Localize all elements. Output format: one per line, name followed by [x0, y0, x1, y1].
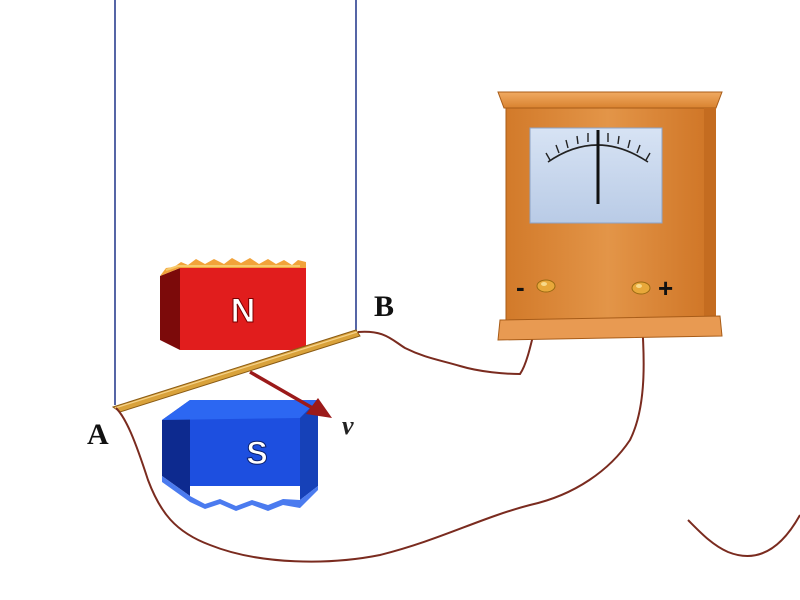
south-pole-label: S	[246, 435, 267, 471]
galvanometer: - +	[497, 91, 723, 341]
wire-a-to-positive	[115, 291, 645, 563]
galvanometer-ticks	[545, 133, 651, 161]
point-b-label: B	[374, 290, 394, 323]
point-a-label: A	[87, 418, 109, 451]
wire-b-to-negative	[357, 289, 546, 376]
north-pole-label: N	[231, 292, 256, 330]
velocity-arrow	[249, 370, 332, 418]
positive-terminal-label: +	[658, 273, 673, 303]
south-magnet: S	[162, 400, 318, 511]
negative-terminal	[536, 279, 556, 293]
velocity-label: v	[342, 411, 354, 440]
positive-terminal	[631, 281, 651, 295]
galvanometer-dial-face	[529, 127, 663, 224]
north-magnet: N	[160, 258, 306, 350]
negative-terminal-label: -	[516, 272, 525, 302]
wire-offscreen-segment	[687, 514, 800, 558]
